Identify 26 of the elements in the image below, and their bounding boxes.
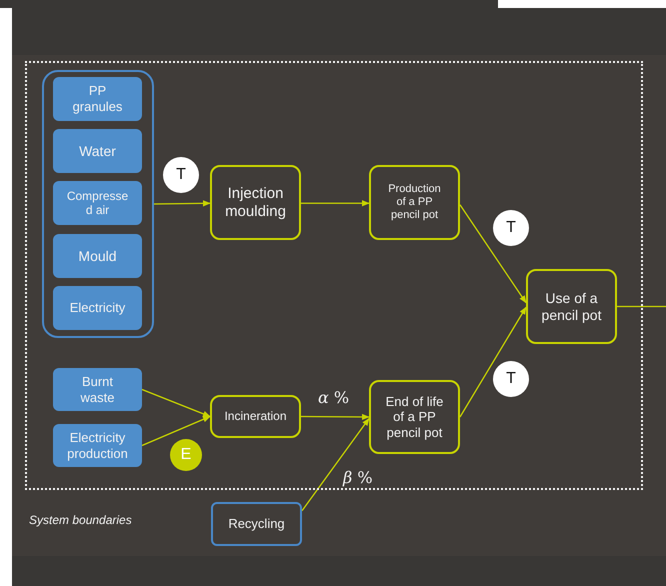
- arrow: [459, 306, 527, 418]
- input-box: PP granules: [53, 77, 142, 121]
- process-box: Recycling: [211, 502, 302, 546]
- arrow: [154, 200, 211, 206]
- arrow: [142, 416, 211, 446]
- process-box: Incineration: [210, 395, 301, 438]
- process-box: Use of a pencil pot: [526, 269, 617, 344]
- arrow: [301, 200, 370, 206]
- input-group-box: [42, 70, 154, 338]
- input-box: Mould: [53, 234, 142, 278]
- arrow: [142, 388, 211, 418]
- input-box: Compresse d air: [53, 181, 142, 225]
- edge-label: β %: [343, 468, 373, 487]
- input-box: Burnt waste: [53, 368, 142, 411]
- input-box: Water: [53, 129, 142, 173]
- process-box: End of life of a PP pencil pot: [369, 380, 460, 454]
- input-box: Electricity: [53, 286, 142, 330]
- input-box: Electricity production: [53, 424, 142, 467]
- arrow: [301, 414, 370, 420]
- boundary-label: System boundaries: [29, 513, 132, 527]
- arrow: [301, 418, 370, 512]
- process-box: Injection moulding: [210, 165, 301, 240]
- connector-line: [617, 306, 666, 308]
- edge-label: α %: [318, 388, 350, 407]
- arrow: [459, 204, 527, 304]
- process-box: Production of a PP pencil pot: [369, 165, 460, 240]
